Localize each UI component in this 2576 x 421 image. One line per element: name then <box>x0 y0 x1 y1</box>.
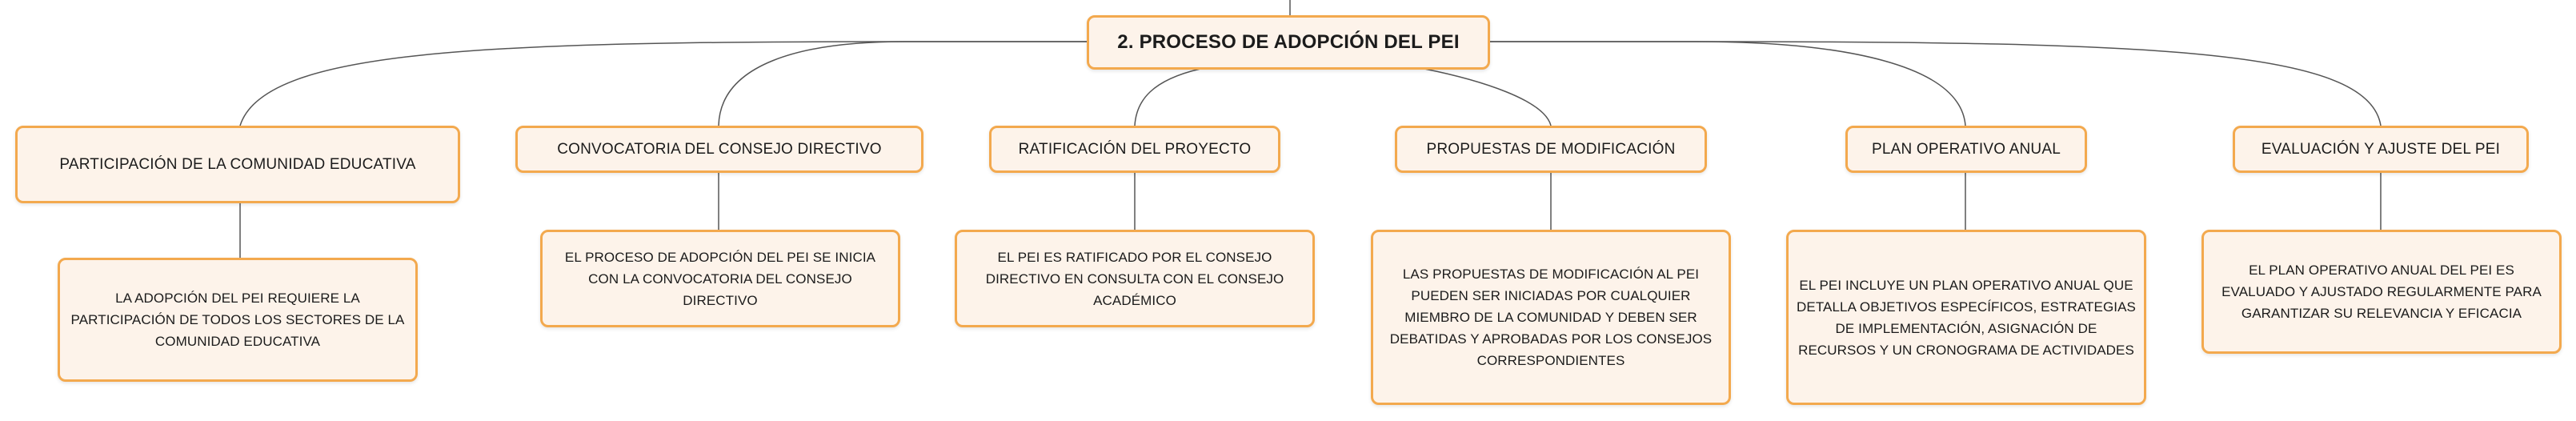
connector-root-topic-5 <box>1490 41 1966 126</box>
topic-label: PLAN OPERATIVO ANUAL <box>1872 140 2061 158</box>
root-label: 2. PROCESO DE ADOPCIÓN DEL PEI <box>1117 31 1460 53</box>
connector-root-topic-6 <box>1490 41 2382 126</box>
detail-text: EL PROCESO DE ADOPCIÓN DEL PEI SE INICIA… <box>564 249 876 308</box>
detail-node-plan-operativo[interactable]: EL PEI INCLUYE UN PLAN OPERATIVO ANUAL Q… <box>1786 230 2146 405</box>
detail-node-evaluacion[interactable]: EL PLAN OPERATIVO ANUAL DEL PEI ES EVALU… <box>2201 230 2562 354</box>
detail-node-propuestas[interactable]: LAS PROPUESTAS DE MODIFICACIÓN AL PEI PU… <box>1371 230 1731 405</box>
connector-root-topic-2 <box>718 41 1087 126</box>
root-node[interactable]: 2. PROCESO DE ADOPCIÓN DEL PEI <box>1087 15 1490 70</box>
detail-text: EL PEI ES RATIFICADO POR EL CONSEJO DIRE… <box>985 249 1284 308</box>
topic-label: EVALUACIÓN Y AJUSTE DEL PEI <box>2261 140 2501 158</box>
connector-root-topic-3 <box>1134 68 1201 126</box>
topic-node-ratificacion[interactable]: RATIFICACIÓN DEL PROYECTO <box>989 126 1280 173</box>
connector-root-topic-4 <box>1424 68 1552 126</box>
detail-text: LA ADOPCIÓN DEL PEI REQUIERE LA PARTICIP… <box>70 291 405 349</box>
topic-label: PROPUESTAS DE MODIFICACIÓN <box>1426 140 1676 158</box>
topic-node-plan-operativo[interactable]: PLAN OPERATIVO ANUAL <box>1845 126 2087 173</box>
detail-text: LAS PROPUESTAS DE MODIFICACIÓN AL PEI PU… <box>1389 267 1713 368</box>
detail-node-participacion[interactable]: LA ADOPCIÓN DEL PEI REQUIERE LA PARTICIP… <box>58 258 418 382</box>
detail-text: EL PLAN OPERATIVO ANUAL DEL PEI ES EVALU… <box>2221 263 2542 321</box>
detail-node-ratificacion[interactable]: EL PEI ES RATIFICADO POR EL CONSEJO DIRE… <box>955 230 1315 327</box>
topic-label: CONVOCATORIA DEL CONSEJO DIRECTIVO <box>557 140 882 158</box>
connector-root-topic-1 <box>239 41 1087 126</box>
detail-text: EL PEI INCLUYE UN PLAN OPERATIVO ANUAL Q… <box>1797 277 2136 358</box>
topic-label: RATIFICACIÓN DEL PROYECTO <box>1018 140 1252 158</box>
topic-node-evaluacion[interactable]: EVALUACIÓN Y AJUSTE DEL PEI <box>2233 126 2529 173</box>
topic-label: PARTICIPACIÓN DE LA COMUNIDAD EDUCATIVA <box>59 155 416 173</box>
topic-node-participacion[interactable]: PARTICIPACIÓN DE LA COMUNIDAD EDUCATIVA <box>15 126 460 203</box>
topic-node-convocatoria[interactable]: CONVOCATORIA DEL CONSEJO DIRECTIVO <box>515 126 923 173</box>
topic-node-propuestas[interactable]: PROPUESTAS DE MODIFICACIÓN <box>1395 126 1707 173</box>
detail-node-convocatoria[interactable]: EL PROCESO DE ADOPCIÓN DEL PEI SE INICIA… <box>540 230 900 327</box>
